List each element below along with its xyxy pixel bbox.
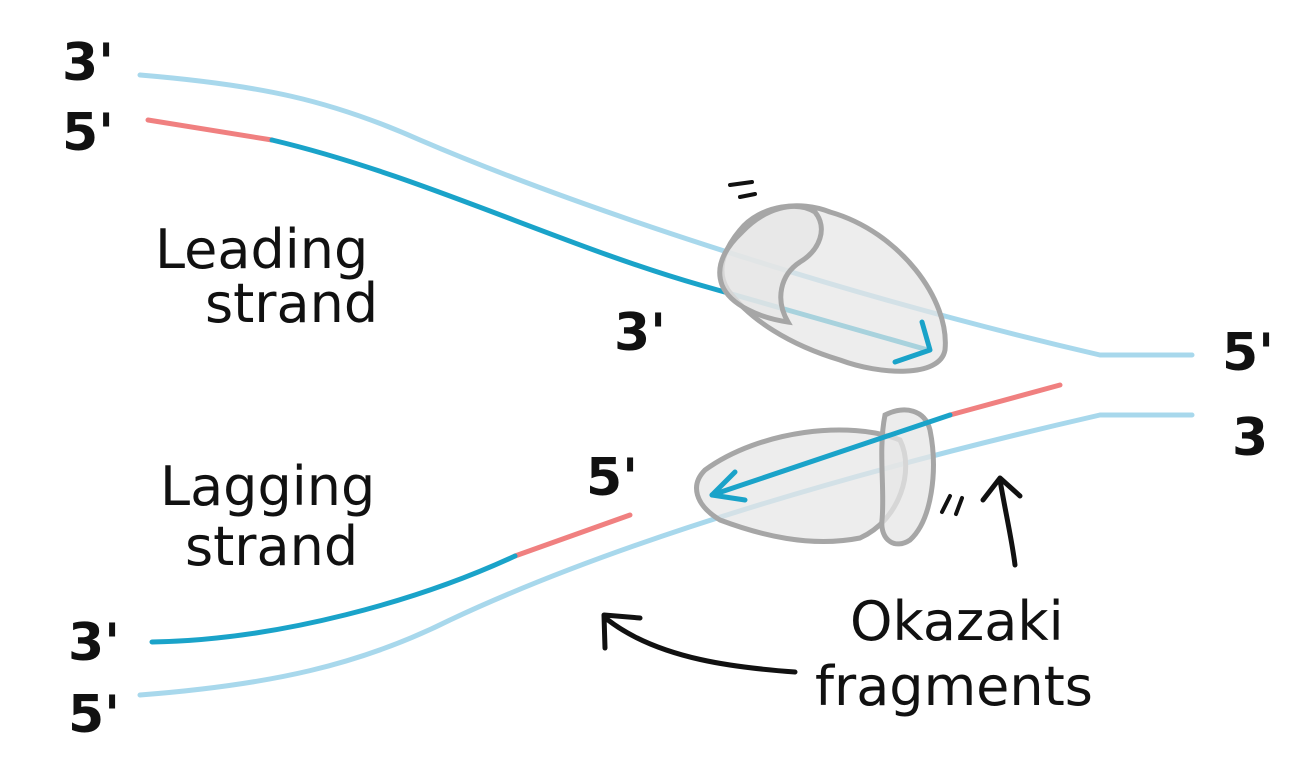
- top-left-5-prime-label: 5': [62, 103, 114, 163]
- bottom-left-5-prime-label: 5': [68, 685, 120, 745]
- lagging-fragment-primer: [512, 512, 633, 559]
- lagging-strand-label-line1: Lagging: [160, 455, 375, 518]
- top-left-3-prime-label: 3': [62, 33, 114, 93]
- leading-strand-label-line2: strand: [205, 272, 378, 335]
- okazaki-pointer-arrow-left: [601, 612, 798, 675]
- leading-3-prime-label: 3': [614, 303, 666, 363]
- right-3-prime-label: 3: [1232, 408, 1268, 468]
- lagging-fragment-new-strand: [149, 553, 518, 645]
- right-5-prime-label: 5': [1222, 323, 1274, 383]
- lagging-5-prime-label: 5': [586, 448, 638, 508]
- leading-new-strand: [269, 137, 931, 353]
- leading-primer: [145, 117, 275, 143]
- okazaki-pointer-arrow-up: [980, 475, 1023, 568]
- okazaki-new-strand: [709, 412, 953, 498]
- leading-strand-label-line1: Leading: [155, 218, 368, 281]
- upper-polymerase: [717, 180, 948, 374]
- lower-polymerase: [694, 407, 964, 547]
- okazaki-label-line2: fragments: [815, 655, 1093, 718]
- okazaki-new-primer: [947, 382, 1063, 418]
- okazaki-arrowhead: [709, 469, 748, 503]
- bottom-left-3-prime-label: 3': [68, 613, 120, 673]
- leading-arrowhead: [892, 319, 933, 365]
- lagging-strand-label-line2: strand: [185, 515, 358, 578]
- okazaki-label-line1: Okazaki: [850, 590, 1064, 653]
